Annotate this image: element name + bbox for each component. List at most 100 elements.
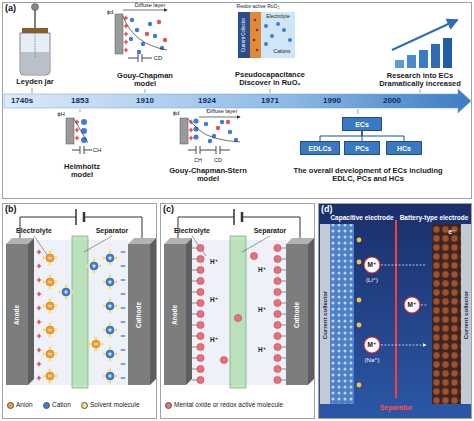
edlc-cell [42,250,57,265]
hybrid-cell [330,224,354,404]
leyden-jar [34,8,36,30]
year-label: 1853 [71,97,89,106]
stern-sketch [189,128,193,132]
pseudocapacitor-cell [164,209,314,388]
category-box: HCs [386,141,422,155]
hybrid-cell [320,224,330,404]
stern-sketch [208,139,212,143]
ion-label: H⁺ [210,336,218,343]
capacitance-symbol: CH [194,157,202,163]
region-label: Redox-active RuO₂ [237,4,280,10]
hybrid-cell [357,298,362,303]
edlc-cell [42,322,57,337]
growth-bars [419,50,428,68]
leyden-jar [21,52,49,74]
region-label: Diffuse layer [207,108,237,114]
panel-letter: (c) [163,205,174,214]
capacitor-symbol [128,54,152,62]
gouy-chapman-sketch [148,22,152,26]
growth-bars [395,60,404,68]
region-label: Electrolyte [266,14,289,20]
edlc-cell [121,252,125,378]
box-text: HCs [397,145,411,152]
stern-sketch [204,122,208,126]
edlc-cell [42,368,57,383]
gouy-chapman-sketch [163,38,167,42]
stern-sketch [180,117,240,154]
year-label: 1990 [323,97,341,106]
stern-sketch [193,134,198,139]
ruo2-sketch [288,38,292,42]
growth-bars [431,44,440,68]
model-caption: Gouy-Chapman-Stern model [167,167,249,184]
helmholtz-sketch [75,136,79,140]
ruo2-sketch [250,12,261,58]
pseudocapacitor-cell [250,252,257,259]
growth-bars [392,20,457,50]
gouy-chapman-sketch [130,18,134,22]
ion-label: H⁺ [258,306,266,313]
helmholtz-sketch [75,128,79,132]
pseudocapacitor-cell [234,314,241,321]
panel-frame: (b) [2,203,157,419]
item-caption: The overall development of ECs including… [293,167,443,184]
stern-sketch [226,120,230,124]
ruo2-sketch [276,22,280,26]
model-caption: Helmholtz model [57,163,107,180]
capacitance-symbol: CH [93,147,102,154]
gouy-chapman-sketch [124,48,128,52]
hybrid-cell [319,204,471,418]
ruo2-sketch [254,19,257,22]
gouy-chapman-sketch [123,16,167,50]
gouy-chapman-sketch [153,34,157,38]
hybrid-cell [461,224,471,404]
ruo2-sketch [264,24,268,28]
growth-bars [407,55,416,68]
legend-swatch [43,402,50,409]
ruo2-sketch [270,34,274,38]
gouy-chapman-sketch [115,10,167,54]
stern-sketch [193,118,198,123]
edlc-cell [102,250,117,265]
hybrid-cell [432,224,461,404]
year-label: 1910 [136,97,154,106]
pseudocapacitor-cell [274,244,286,383]
gouy-chapman-sketch [124,40,128,44]
year-label: 1740s [11,97,33,106]
collector-label: Current collector [322,291,329,339]
category-box: EDLCs [300,141,340,155]
box-text: PCs [355,145,369,152]
tree-connector [362,131,404,141]
electrode-label: Anode [171,305,178,325]
growth-bars [392,20,457,68]
year-label: 1971 [261,97,279,106]
growth-bars [443,38,452,68]
edlc-cell [102,368,117,383]
pseudocapacitor-cell [192,244,204,383]
leyden-jar [22,28,48,33]
hybrid-cell [330,224,354,404]
gouy-chapman-sketch [123,10,167,11]
tree-connector [320,131,362,141]
ruo2-sketch [253,39,256,42]
hybrid-cell [364,257,380,273]
panel-frame: (c) [160,203,315,419]
leyden-jar [35,33,36,58]
legend-text: Solvent molecule [90,402,140,409]
leyden-jar [20,33,50,75]
edlc-cell [42,298,57,313]
year-label: 1924 [198,97,216,106]
region-label: Current Collector [241,18,246,52]
ion-label: H⁺ [258,266,266,273]
collector-label: Current collector [463,291,470,339]
edlc-cell [37,250,41,380]
helmholtz-sketch [66,118,92,154]
hybrid-cell [319,204,471,418]
hybrid-cell [357,260,362,265]
stern-sketch [188,146,230,154]
edlc-cell [102,298,117,313]
timeline-arrow [4,89,471,113]
ruo2-sketch [238,12,295,58]
